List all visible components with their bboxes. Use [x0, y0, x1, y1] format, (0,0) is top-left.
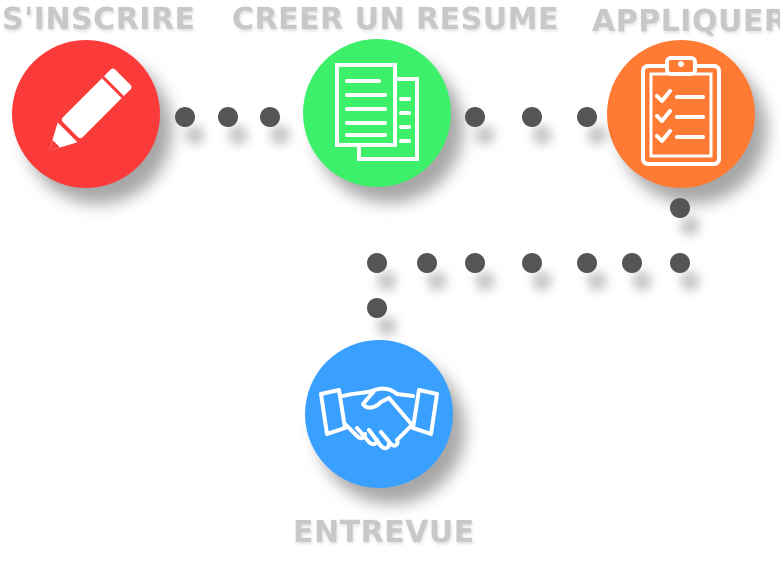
connector-dot — [465, 253, 485, 273]
pencil-icon — [49, 68, 132, 151]
step-label-apply: APPLIQUER — [592, 4, 780, 39]
step-register — [12, 40, 160, 188]
step-label-register: S'INSCRIRE — [2, 2, 196, 37]
connector-dot — [670, 253, 690, 273]
step-label-interview: ENTREVUE — [293, 515, 475, 550]
step-interview — [305, 340, 453, 488]
connector-dot — [367, 253, 387, 273]
connector-dot — [175, 107, 195, 127]
connector-dot — [367, 298, 387, 318]
connector-dot — [522, 253, 542, 273]
connector-dot — [417, 253, 437, 273]
connector-dot — [577, 107, 597, 127]
connector-dot — [670, 198, 690, 218]
connector-dot — [522, 107, 542, 127]
documents-icon — [335, 63, 419, 161]
connector-dot — [577, 253, 597, 273]
connector-dot — [465, 107, 485, 127]
step-apply — [607, 40, 755, 188]
step-label-resume: CREER UN RESUME — [232, 2, 559, 37]
connector-dot — [218, 107, 238, 127]
clipboard-checklist-icon — [641, 56, 721, 166]
handshake-icon — [319, 386, 439, 451]
step-resume — [303, 39, 451, 187]
connector-dot — [622, 253, 642, 273]
connector-dot — [260, 107, 280, 127]
